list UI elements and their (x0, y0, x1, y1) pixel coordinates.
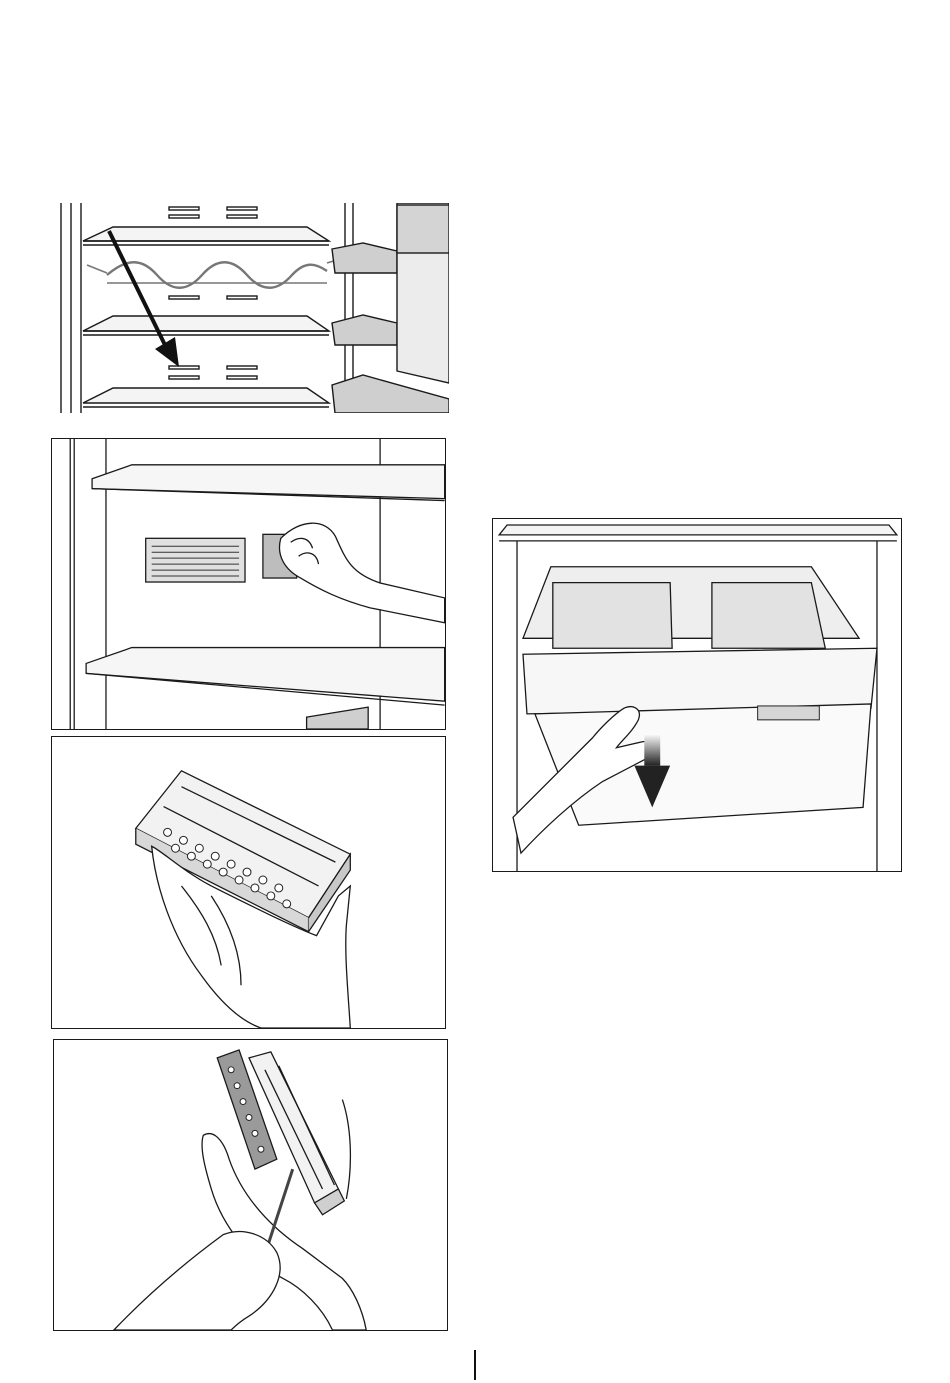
crisper-drawer-removal-figure (492, 518, 902, 872)
odour-filter-removal-figure (51, 438, 446, 730)
odour-filter-opening-figure (53, 1039, 448, 1331)
odour-filter-opening-illustration (54, 1040, 447, 1330)
crisper-drawer-removal-illustration (493, 519, 901, 871)
wine-rack-figure (57, 203, 449, 413)
odour-filter-in-hands-figure (51, 736, 446, 1029)
odour-filter-removal-illustration (52, 439, 445, 729)
page-gutter-mark (474, 1350, 476, 1380)
odour-filter-in-hands-illustration (52, 737, 445, 1028)
wine-rack-illustration (57, 203, 449, 413)
